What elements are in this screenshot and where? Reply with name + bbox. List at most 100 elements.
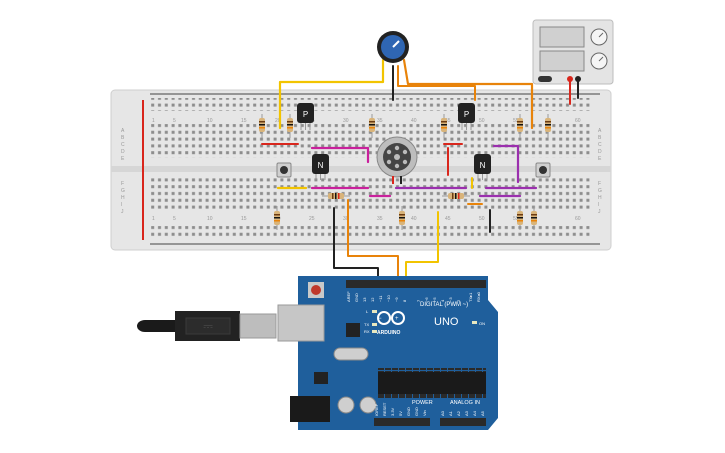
svg-text:55: 55 [513,118,519,124]
power-supply-display-current [539,50,585,72]
dc-power-jack[interactable] [290,396,330,422]
power-rail-top[interactable] [150,98,590,111]
arduino-logo: − + ARDUINO [377,311,405,336]
svg-text:40: 40 [411,118,417,124]
row-letter: D [598,149,602,155]
row-letter: F [598,181,601,187]
resistor-vertical[interactable] [274,206,280,230]
svg-text:A0: A0 [440,410,445,416]
digital-pin-header[interactable] [346,280,486,288]
wire-yellow-to-arduino[interactable] [405,211,439,281]
wire-yellow-pot-left[interactable] [278,58,385,130]
transistor-type-label: N [480,161,486,170]
usb-plug [239,313,277,339]
row-letter: A [598,128,602,134]
svg-text:45: 45 [445,118,451,124]
resistor-horizontal[interactable] [322,193,350,199]
resistor-vertical[interactable] [441,114,447,138]
transistor-npn-left[interactable]: N [312,154,329,180]
arduino-uno[interactable]: DIGITAL (PWM ~) POWER ANALOG IN AREF GND… [277,276,498,430]
svg-text:15: 15 [241,216,247,222]
wire-black-to-arduino[interactable] [333,207,379,281]
svg-text:~11: ~11 [378,295,383,302]
svg-text:25: 25 [309,216,315,222]
svg-text:~3: ~3 [448,297,453,302]
potentiometer[interactable] [377,31,409,63]
resistor-vertical[interactable] [259,114,265,138]
svg-text:10: 10 [207,216,213,222]
svg-text:13: 13 [362,297,367,302]
row-letter: E [598,156,602,162]
power-pin-header[interactable] [374,418,430,426]
svg-text:ON: ON [479,321,485,326]
svg-text:IOREF: IOREF [374,403,379,416]
resistor-vertical[interactable] [369,114,375,138]
transistor-npn-right[interactable]: N [474,154,491,180]
breadboard[interactable]: A B C D E F G H I J A B C D E F G H I J … [110,89,612,251]
svg-text:TX: TX [364,322,369,327]
wire-orange-2[interactable] [397,65,476,101]
resistor-vertical[interactable] [517,114,523,138]
pushbutton-left[interactable] [276,162,292,178]
wire-purple-1[interactable] [492,144,520,184]
svg-text:~10: ~10 [386,294,391,302]
svg-text:~9: ~9 [394,297,399,302]
svg-text:5: 5 [173,118,176,124]
resistor-vertical[interactable] [399,206,405,230]
svg-text:GND: GND [406,407,411,416]
svg-text:4: 4 [440,299,445,302]
svg-text:50: 50 [479,118,485,124]
transistor-pnp-right[interactable]: P [458,103,475,130]
wire-orange-to-arduino[interactable] [347,199,399,281]
arduino-logo-text: ARDUINO [377,330,400,336]
row-letter: J [598,209,601,215]
analog-pin-header[interactable] [440,418,486,426]
svg-text:−: − [378,316,382,322]
resistor-vertical[interactable] [517,206,523,230]
power-supply[interactable] [532,19,614,85]
svg-text:8: 8 [402,299,407,302]
row-letter: H [598,195,602,201]
power-switch[interactable] [538,76,552,82]
power-label: POWER [412,400,433,406]
wires[interactable] [261,58,579,281]
transistor-type-label: P [464,110,469,119]
svg-text:RESET: RESET [382,402,387,416]
svg-text:A1: A1 [448,410,453,416]
transistor-pnp-left[interactable]: P [297,103,314,130]
row-letter: G [598,188,602,194]
svg-text:15: 15 [241,118,247,124]
svg-text:A4: A4 [472,410,477,416]
center-channel [111,166,611,172]
usb-cable[interactable]: ⎓ [137,311,277,341]
wire-magenta-1[interactable] [310,146,370,164]
row-letter: H [121,195,125,201]
resistors[interactable] [259,114,551,230]
resistor-vertical[interactable] [531,206,537,230]
wire-orange-pot-right[interactable] [402,58,534,130]
capacitor [359,396,377,414]
row-letters-right: A B C D E F G H I J [598,128,602,215]
power-rail-bottom[interactable] [150,226,590,239]
svg-text:2: 2 [456,299,461,302]
row-letter: C [598,142,602,148]
svg-text:~5: ~5 [432,297,437,302]
pushbutton-right[interactable] [535,162,551,178]
resistor-horizontal[interactable] [442,193,470,199]
speaker[interactable] [376,136,418,184]
svg-text:12: 12 [370,297,375,302]
resistor-vertical[interactable] [545,114,551,138]
row-letter: E [121,156,125,162]
svg-text:TX▸1: TX▸1 [468,292,473,302]
resistor-vertical[interactable] [287,114,293,138]
arduino-usb-port[interactable] [277,304,325,342]
svg-text:35: 35 [377,216,383,222]
svg-text:40: 40 [411,216,417,222]
svg-text:Vin: Vin [422,410,427,416]
svg-text:7: 7 [416,299,421,302]
row-letter: J [121,209,124,215]
svg-text:35: 35 [377,118,383,124]
board-model-label: UNO [434,316,459,328]
power-pin-labels: IOREF RESET 3.3V 5V GND GND Vin [374,402,427,416]
